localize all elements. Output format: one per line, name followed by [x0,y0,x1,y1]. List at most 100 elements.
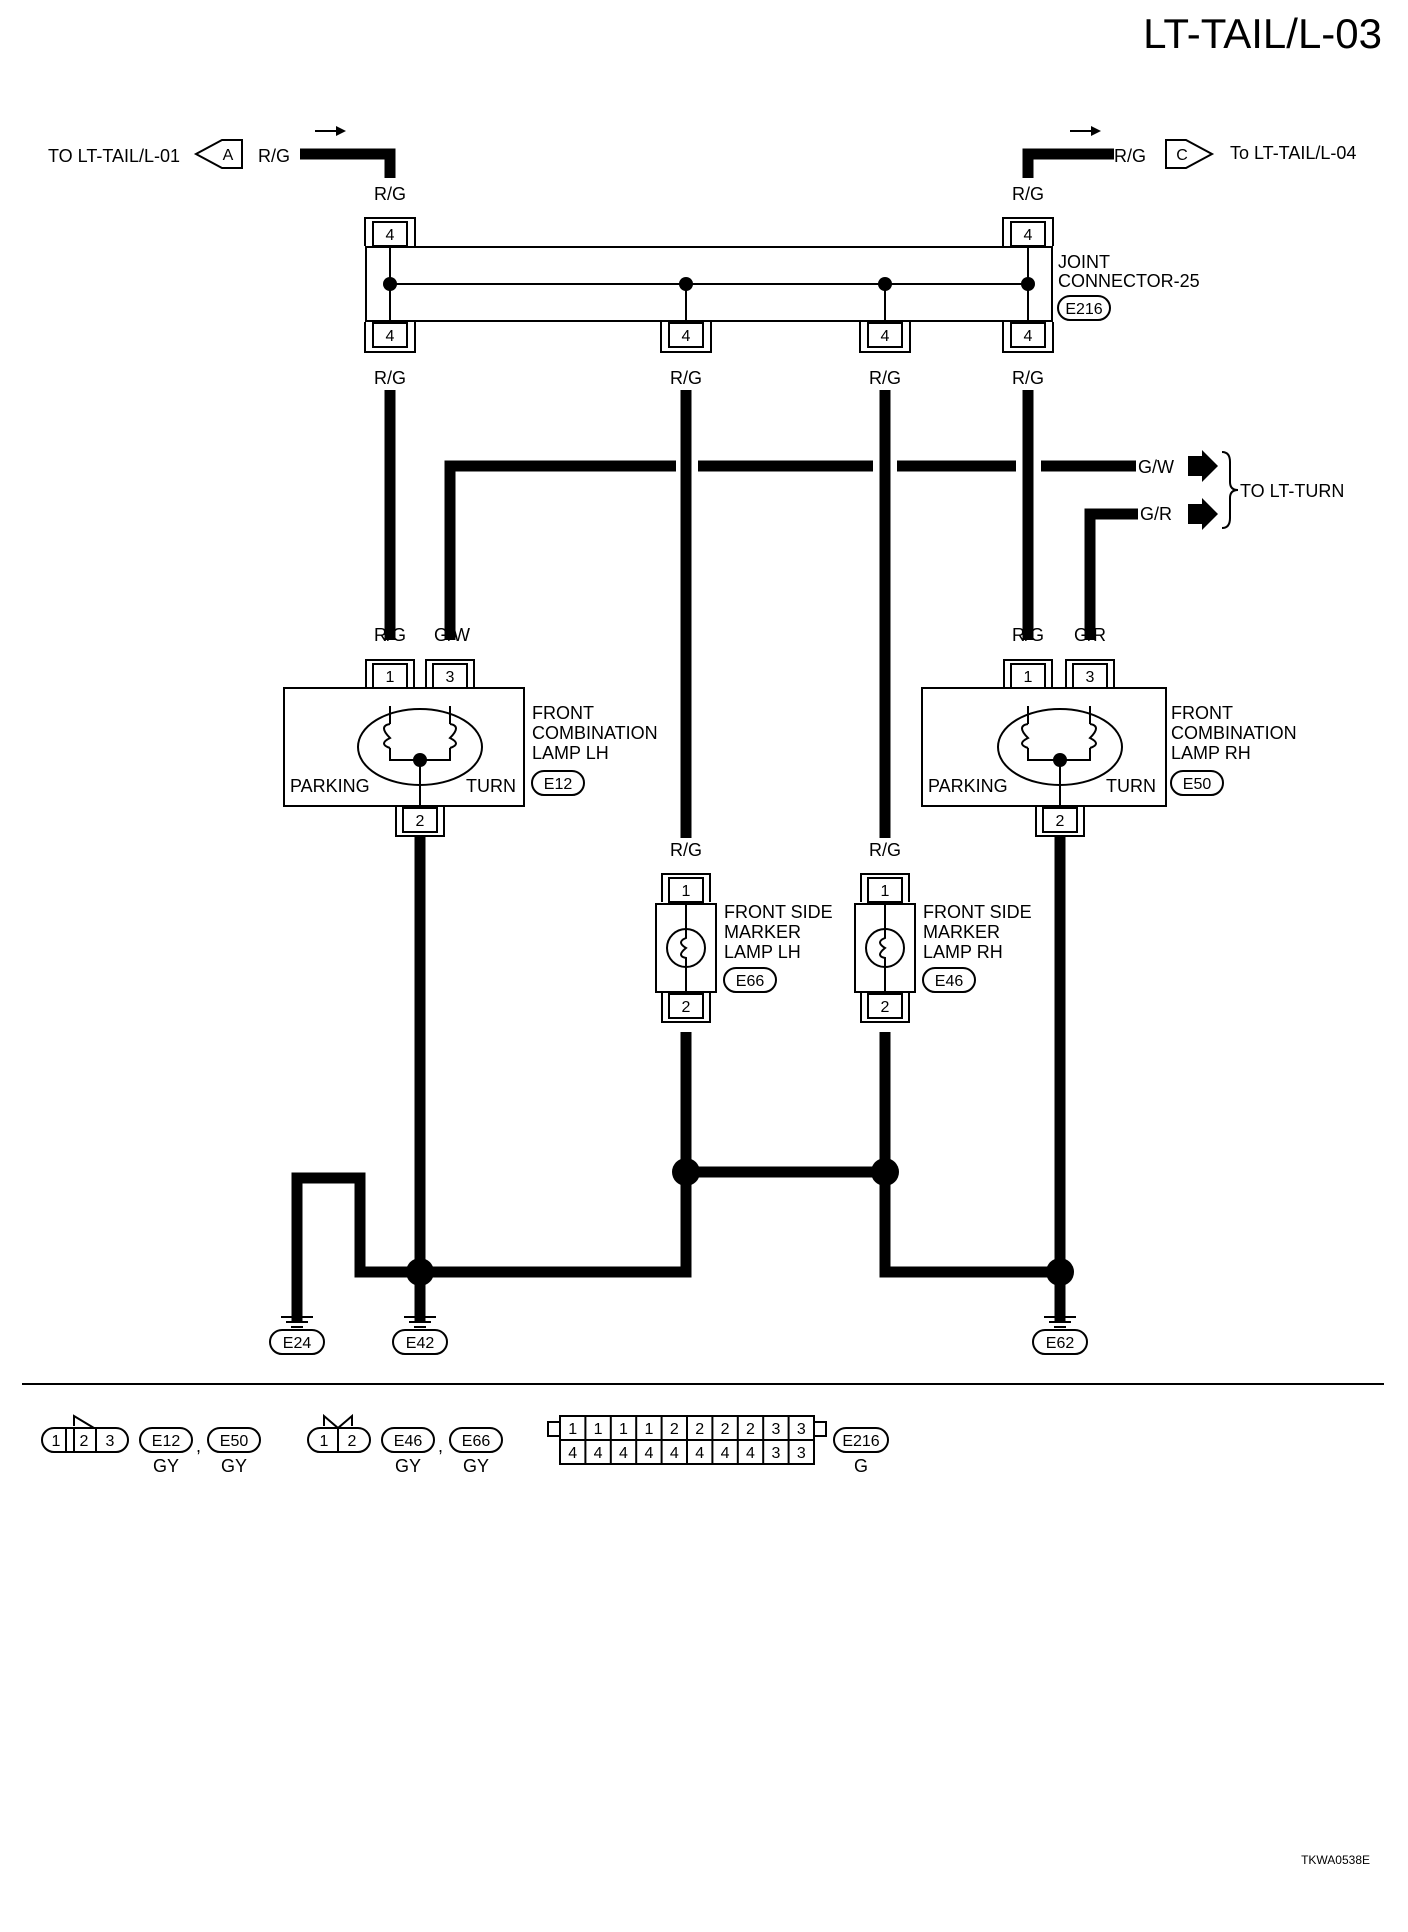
legend-pin: 2 [670,1421,679,1438]
lamp-rh-label-1: FRONT [1171,703,1233,723]
legend-pin: 4 [568,1445,577,1462]
joint-splice-dot [1021,277,1035,291]
to-lt-turn: G/W G/R TO LT-TURN [1138,450,1344,530]
legend-color: GY [153,1456,179,1476]
lamp-rh-pin-1: 1 [1003,659,1053,689]
ground-id: E24 [283,1335,312,1352]
legend-id-badge [139,1427,193,1453]
joint-pin-label: 4 [1024,328,1033,345]
lamp-rh-junction-dot [1053,753,1067,767]
pin-label: 3 [1086,669,1095,686]
legend-pin: 1 [594,1421,603,1438]
joint-pin-bottom-4: 4 [1002,322,1054,353]
wires [291,148,1138,1322]
arrow-left-head-icon [336,126,346,136]
lamp-rh-pin-2: 2 [1035,806,1085,837]
offpage-left-label: TO LT-TAIL/L-01 [48,146,180,166]
front-side-marker-lamp-rh: 1 2 FRONT SIDE MARKER LAMP RH E46 [854,873,1032,1023]
legend-pin: 4 [721,1445,730,1462]
wire-label: G/W [434,625,470,645]
marker-rh-label-3: LAMP RH [923,942,1003,962]
wire-label: R/G [670,368,702,388]
wire-gw-seg1 [444,460,676,640]
legend-pin: 1 [320,1433,329,1450]
legend-separator: , [196,1436,201,1456]
wire-label: R/G [1012,368,1044,388]
legend-color: GY [395,1456,421,1476]
connector-latch-icon [813,1421,827,1437]
wire-label: R/G [1012,625,1044,645]
front-side-marker-lamp-lh: 1 2 FRONT SIDE MARKER LAMP LH E66 [655,873,833,1023]
legend-separator: , [438,1436,443,1456]
wire-label: R/G [374,368,406,388]
wire-label-gr-turn: G/R [1140,504,1172,524]
legend-pin: 4 [746,1445,755,1462]
pin-label: 1 [881,883,890,900]
ground-id-badge [392,1329,448,1355]
joint-pin-label: 4 [682,328,691,345]
legend-pin: 4 [695,1445,704,1462]
marker-rh-id: E46 [935,973,964,990]
joint-pin-top-left: 4 [364,217,416,247]
wire-label: G/R [1074,625,1106,645]
lamp-rh-id-badge [1170,770,1224,796]
wire-label: R/G [670,840,702,860]
pin-label: 2 [416,813,425,830]
legend-id: E50 [220,1433,249,1450]
connector-latch-icon [73,1414,95,1429]
lamp-lh-junction-dot [413,753,427,767]
legend-pin: 2 [721,1421,730,1438]
marker-lh-id: E66 [736,973,765,990]
legend-id-badge [833,1427,889,1453]
wire-rg-right-out [1022,148,1114,178]
marker-lh-id-badge [723,967,777,993]
wire-label: R/G [374,184,406,204]
lamp-rh-pin-3: 3 [1065,659,1115,689]
wire-label: B [879,1040,891,1060]
ground-icon [1044,1316,1076,1328]
wire-b-marker-rh [879,1032,1060,1278]
joint-pin-bottom-1: 4 [364,322,416,353]
wire-label: B [680,1210,692,1230]
front-combination-lamp-lh: 1 3 PARKING TURN 2 FRONT COMBINATION LAM… [283,659,658,837]
offpage-right-letter: C [1176,147,1188,164]
pin-label: 1 [1024,669,1033,686]
lamp-lh-parking: PARKING [290,776,370,796]
joint-label-line2: CONNECTOR-25 [1058,271,1200,291]
ground-icon [281,1316,313,1328]
wire-rg-left-in [300,148,396,178]
legend-color: G [854,1456,868,1476]
legend-pin: 3 [797,1421,806,1438]
offpage-left-flag [193,139,243,169]
wire-label: R/G [869,368,901,388]
marker-rh-label-2: MARKER [923,922,1000,942]
lamp-lh-turn: TURN [466,776,516,796]
offpage-right-wire: R/G [1114,146,1146,166]
lamp-rh-turn: TURN [1106,776,1156,796]
wire-label: B [354,1214,366,1234]
legend-id: E12 [152,1433,181,1450]
marker-rh-label-1: FRONT SIDE [923,902,1032,922]
offpage-left-letter: A [223,147,234,164]
legend-pin: 4 [670,1445,679,1462]
arrow-gw-icon [1188,450,1218,482]
legend-id: E46 [394,1433,423,1450]
page-title: LT-TAIL/L-03 [1143,10,1382,57]
pin-label: 1 [386,669,395,686]
joint-pin-label: 4 [386,328,395,345]
legend-pin: 3 [771,1421,780,1438]
lamp-rh-label-2: COMBINATION [1171,723,1297,743]
pin-label: 2 [682,999,691,1016]
ground-e24: E24 [269,1316,325,1355]
joint-pin-label: 4 [881,328,890,345]
lamp-lh-filament-icon [383,706,457,806]
offpage-right-flag [1165,139,1215,169]
marker-lh-label-3: LAMP LH [724,942,801,962]
offpage-right-label: To LT-TAIL/L-04 [1230,143,1356,163]
offpage-connector-left: TO LT-TAIL/L-01 A R/G [48,126,346,169]
ground-e42: E42 [392,1316,448,1355]
legend-id-badge [207,1427,261,1453]
lamp-rh-filament-icon [1021,706,1097,806]
legend-pin: 3 [771,1445,780,1462]
